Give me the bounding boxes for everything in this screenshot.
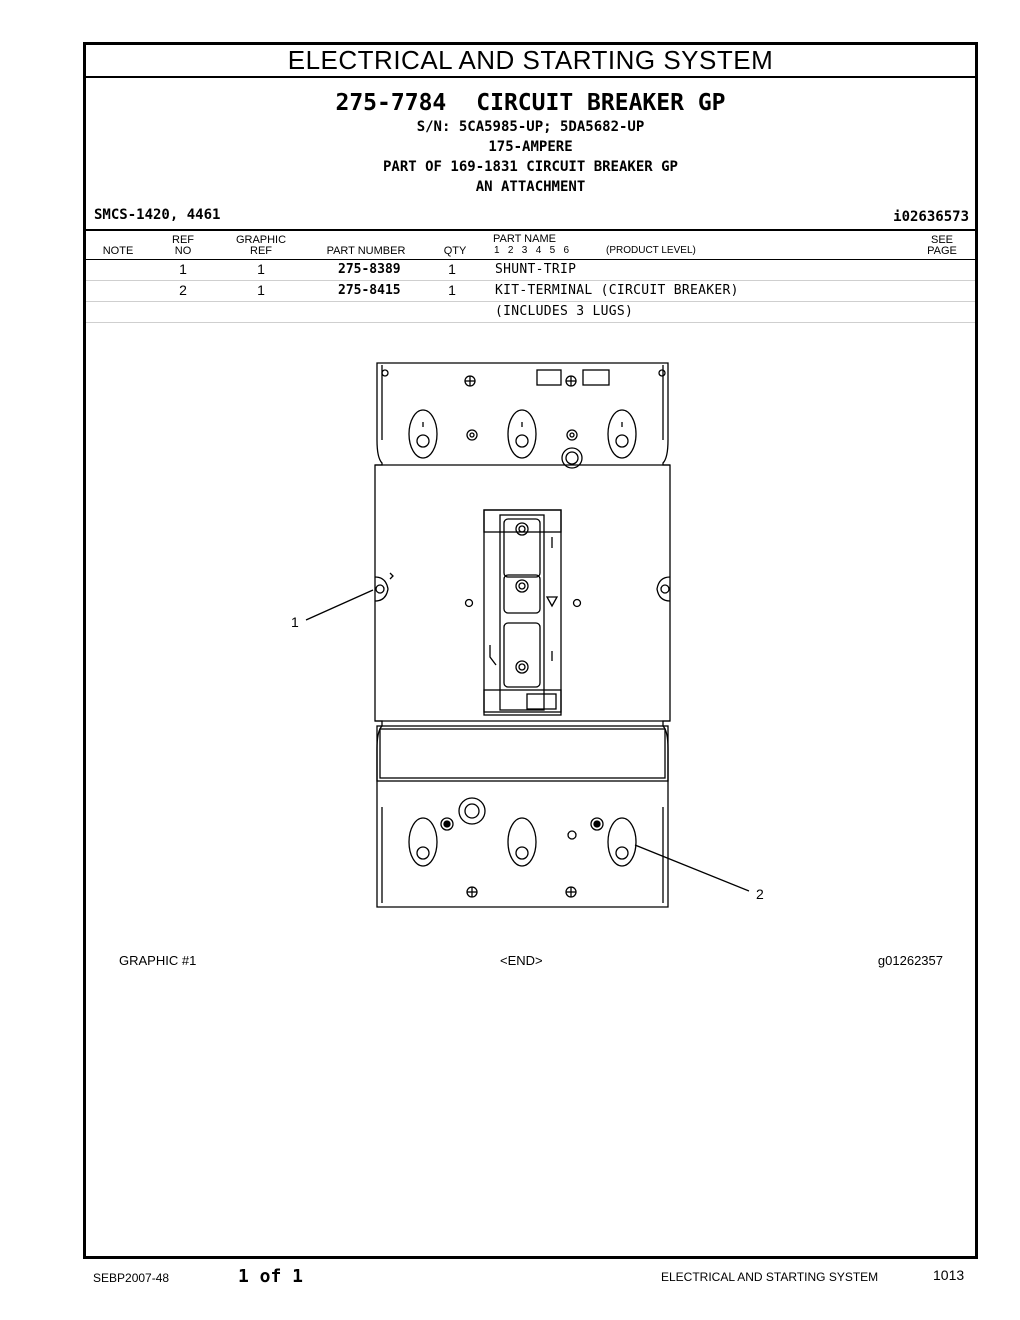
col-part-name: PART NAME [493, 233, 556, 245]
col-note: NOTE [102, 245, 134, 257]
col-graphic-bottom: REF [250, 245, 272, 257]
row-rule [86, 280, 975, 281]
page-number: 1013 [933, 1267, 965, 1283]
page-of: 1 of 1 [238, 1266, 304, 1287]
section-header: ELECTRICAL AND STARTING SYSTEM [86, 45, 975, 78]
attachment: AN ATTACHMENT [475, 179, 586, 195]
circuit-breaker-drawing: 1 2 [291, 362, 764, 908]
graphic-label: GRAPHIC #1 [119, 953, 197, 968]
row-qty: 1 [448, 282, 456, 298]
row-part-number: 275-8389 [338, 262, 401, 277]
end-marker: <END> [500, 953, 543, 968]
illustration-id: i02636573 [893, 209, 969, 225]
row-part-name: SHUNT-TRIP [495, 262, 577, 277]
col-ref-top: REF [172, 234, 194, 246]
group-title: 275-7784 CIRCUIT BREAKER GP [86, 89, 975, 117]
col-part-number: PART NUMBER [326, 245, 406, 257]
header-rule [86, 259, 975, 260]
row-qty: 1 [448, 261, 456, 277]
breaker-outline [305, 362, 750, 908]
col-product-level: (PRODUCT LEVEL) [606, 245, 696, 256]
row-part-name: KIT-TERMINAL (CIRCUIT BREAKER) [495, 283, 739, 298]
col-graphic-top: GRAPHIC [235, 234, 287, 246]
callout-2-leader [634, 844, 750, 892]
row-part-name: (INCLUDES 3 LUGS) [495, 304, 634, 319]
table-top-rule [86, 229, 975, 231]
col-levels: 1 2 3 4 5 6 [494, 245, 570, 256]
doc-number: SEBP2007-48 [93, 1271, 170, 1285]
part-of: PART OF 169-1831 CIRCUIT BREAKER GP [382, 159, 678, 175]
group-name: CIRCUIT BREAKER GP [476, 90, 726, 116]
col-ref-bottom: NO [174, 245, 192, 257]
row-graphic: 1 [257, 282, 265, 298]
col-qty: QTY [443, 245, 467, 257]
row-rule [86, 301, 975, 302]
graphic-id: g01262357 [877, 953, 943, 968]
row-part-number: 275-8415 [338, 283, 401, 298]
rating: 175-AMPERE [488, 139, 573, 155]
page-frame: ELECTRICAL AND STARTING SYSTEM 275-7784 C… [83, 42, 978, 1259]
row-rule [86, 322, 975, 323]
callout-1: 1 [291, 614, 299, 630]
title-block: 275-7784 CIRCUIT BREAKER GP S/N: 5CA5985-… [86, 89, 975, 197]
row-ref: 2 [179, 282, 187, 298]
row-ref: 1 [179, 261, 187, 277]
part-group-number: 275-7784 [335, 90, 447, 116]
col-see-bottom: PAGE [927, 245, 957, 257]
footer-section: ELECTRICAL AND STARTING SYSTEM [661, 1270, 879, 1284]
smcs-code: SMCS-1420, 4461 [94, 207, 221, 223]
row-graphic: 1 [257, 261, 265, 277]
callout-1-leader [305, 589, 374, 621]
col-see-top: SEE [930, 234, 953, 246]
callout-2: 2 [756, 886, 764, 902]
serial-range: S/N: 5CA5985-UP; 5DA5682-UP [416, 119, 645, 135]
